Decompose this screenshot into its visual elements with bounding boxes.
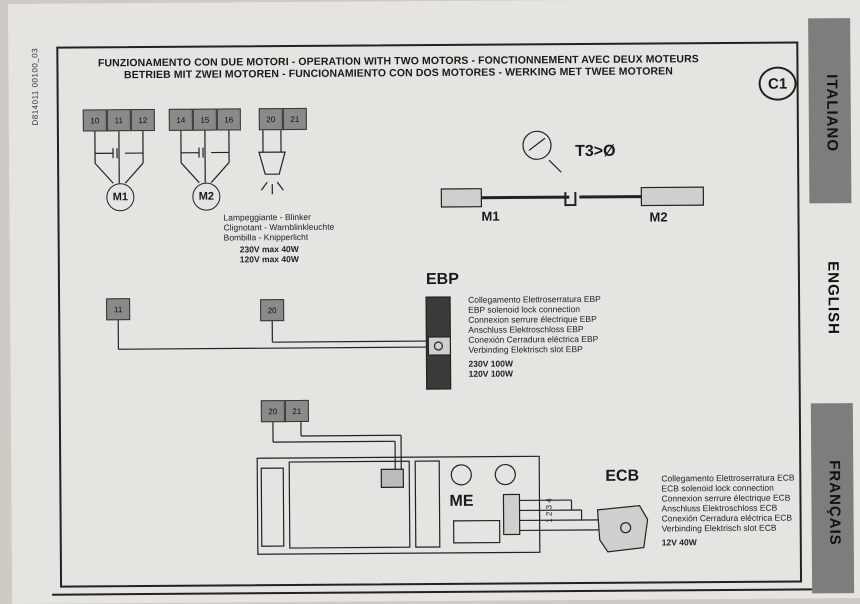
t3-setting-label: T3>Ø bbox=[575, 143, 616, 161]
me-pin: 3 bbox=[545, 505, 554, 510]
terminal-cell: 20 bbox=[259, 108, 283, 130]
terminal-cell: 20 bbox=[260, 299, 284, 321]
gate-m1-label: M1 bbox=[481, 209, 499, 224]
manual-sheet: D814011 00100_03 ITALIANO ENGLISH FRANÇA… bbox=[8, 0, 860, 604]
ecb-power: 12V 40W bbox=[662, 537, 795, 548]
terminal-cell: 16 bbox=[217, 108, 241, 130]
me-pin: 2 bbox=[545, 512, 554, 517]
lamp-line: Clignotant - Warnblinkleuchte bbox=[224, 222, 335, 233]
me-pin: 1 bbox=[545, 518, 554, 523]
terminal-block-m2: 14 15 16 bbox=[169, 108, 241, 131]
me-board-label: ME bbox=[449, 493, 473, 511]
me-pin: 4 bbox=[544, 498, 553, 503]
lamp-line: Bombilla - Knipperlicht bbox=[224, 232, 335, 243]
terminal-cell: 21 bbox=[283, 108, 307, 130]
gate-m2-label: M2 bbox=[649, 209, 667, 224]
ebp-description: Collegamento Elettroserratura EBP EBP so… bbox=[468, 294, 601, 379]
ecb-title: ECB bbox=[605, 468, 639, 486]
ecb-description: Collegamento Elettroserratura ECB ECB so… bbox=[661, 473, 795, 548]
ecb-line: Verbinding Elektrisch slot ECB bbox=[662, 523, 795, 534]
motor-m1-symbol: M1 bbox=[106, 183, 134, 211]
terminal-cell: 11 bbox=[106, 298, 130, 320]
ecb-terminal-block: 20 21 bbox=[261, 400, 309, 422]
terminal-cell: 11 bbox=[107, 109, 131, 131]
terminal-cell: 14 bbox=[169, 109, 193, 131]
ebp-title: EBP bbox=[426, 271, 459, 289]
terminal-cell: 10 bbox=[83, 109, 107, 131]
lamp-label: Lampeggiante - Blinker Clignotant - Warn… bbox=[223, 212, 334, 265]
terminal-block-m1: 10 11 12 bbox=[83, 109, 155, 132]
ebp-power: 120V 100W bbox=[469, 368, 602, 379]
lamp-power: 230V max 40W bbox=[240, 244, 335, 255]
terminal-cell: 20 bbox=[261, 400, 285, 422]
ebp-line: Collegamento Elettroserratura EBP bbox=[468, 294, 601, 305]
me-pin-labels: 1 2 3 4 bbox=[544, 498, 554, 523]
terminal-block-lamp: 20 21 bbox=[259, 108, 307, 130]
ebp-line: Verbinding Elektrisch slot EBP bbox=[468, 344, 601, 355]
ebp-terminal-20: 20 bbox=[260, 299, 284, 321]
lamp-power: 120V max 40W bbox=[240, 254, 335, 265]
terminal-cell: 15 bbox=[193, 109, 217, 131]
terminal-cell: 12 bbox=[131, 109, 155, 131]
ebp-terminal-11: 11 bbox=[106, 298, 130, 320]
ecb-line: Collegamento Elettroserratura ECB bbox=[661, 473, 794, 484]
motor-m2-symbol: M2 bbox=[192, 183, 220, 211]
terminal-cell: 21 bbox=[285, 400, 309, 422]
